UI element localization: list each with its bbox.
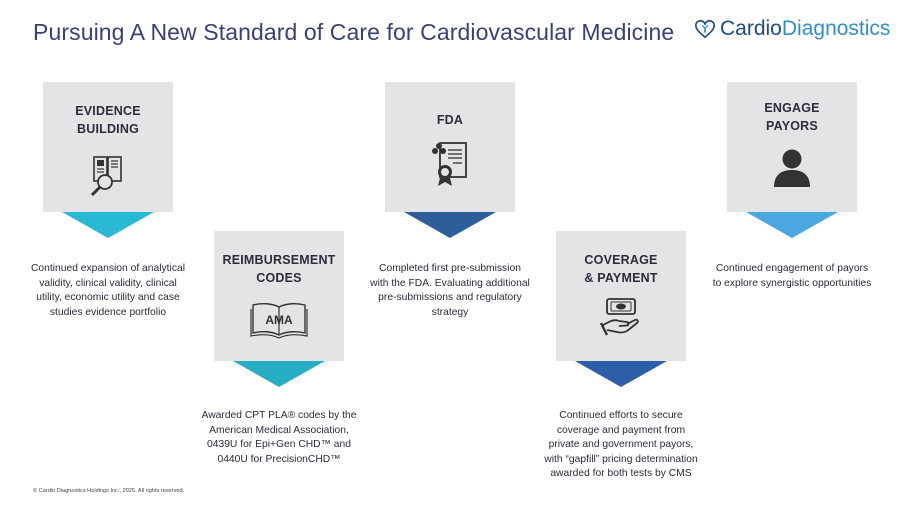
description-line: utility, economic utility and case (36, 292, 180, 304)
step-title-line: REIMBURSEMENT (222, 253, 336, 267)
description-line: pre-submissions and regulatory (378, 292, 522, 304)
step-description-payors: Continued engagement of payors to explor… (698, 262, 886, 291)
copyright-footer: © Cardio Diagnostics Holdings Inc., 2025… (33, 488, 185, 494)
step-title-evidence: EVIDENCE BUILDING (43, 102, 173, 138)
step-title-line: FDA (436, 113, 464, 127)
step-title-line: BUILDING (76, 122, 139, 136)
description-line: 0439U for Epi+Gen CHD™ and (207, 439, 351, 451)
step-arrow-evidence (62, 212, 154, 238)
description-line: coverage and payment from (556, 424, 686, 436)
step-title-reimbursement: REIMBURSEMENT CODES (214, 251, 344, 287)
step-title-line: ENGAGE (764, 101, 820, 115)
step-title-line: PAYORS (766, 119, 818, 133)
heart-logo-icon (695, 19, 715, 39)
step-description-coverage: Continued efforts to secure coverage and… (530, 409, 712, 482)
step-title-coverage: COVERAGE & PAYMENT (556, 251, 686, 287)
company-logo: CardioDiagnostics (694, 17, 890, 41)
step-description-fda: Completed first pre-submission with the … (362, 262, 538, 320)
description-line: strategy (431, 306, 469, 318)
description-line: Awarded CPT PLA® codes by the (201, 410, 357, 421)
description-line: to explore synergistic opportunities (712, 277, 872, 289)
description-line: with the FDA. Evaluating additional (370, 277, 530, 289)
step-title-fda: FDA (385, 111, 515, 129)
step-card-payors: ENGAGE PAYORS (727, 82, 857, 212)
page-title: Pursuing A New Standard of Care for Card… (33, 19, 675, 45)
description-line: awarded for both tests by CMS (550, 468, 692, 480)
step-card-coverage: COVERAGE & PAYMENT (556, 231, 686, 361)
step-arrow-coverage (575, 361, 667, 387)
step-title-line: COVERAGE (584, 253, 658, 267)
description-line: 0440U for PrecisionCHD™ (217, 453, 341, 465)
logo-text: CardioDiagnostics (720, 17, 890, 41)
step-card-reimbursement: REIMBURSEMENT CODES AMA (214, 231, 344, 361)
step-title-line: CODES (256, 271, 302, 285)
step-card-fda: FDA (385, 82, 515, 212)
description-line: with “gapfill” pricing determination (544, 453, 698, 465)
step-arrow-fda (404, 212, 496, 238)
ama-book-icon: AMA (214, 301, 344, 339)
description-line: Continued efforts to secure (559, 410, 683, 421)
book-magnifier-icon (43, 154, 173, 200)
description-line: validity, clinical validity, clinical (39, 277, 177, 289)
person-icon (727, 148, 857, 188)
description-line: studies evidence portfolio (49, 306, 167, 318)
step-arrow-payors (746, 212, 838, 238)
step-title-payors: ENGAGE PAYORS (727, 99, 857, 135)
hand-money-icon (556, 295, 686, 339)
description-line: private and government payors, (548, 439, 694, 451)
step-description-reimbursement: Awarded CPT PLA® codes by the American M… (190, 409, 368, 467)
description-line: Continued expansion of analytical (31, 263, 185, 274)
description-line: Completed first pre-submission (379, 263, 521, 274)
description-line: Continued engagement of payors (715, 263, 869, 274)
ama-label: AMA (265, 313, 293, 327)
logo-text-accent: Diagnostics (781, 17, 891, 40)
description-line: American Medical Association, (209, 424, 349, 436)
step-title-line: & PAYMENT (584, 271, 658, 285)
certificate-icon (385, 138, 515, 188)
step-card-evidence: EVIDENCE BUILDING (43, 82, 173, 212)
step-description-evidence: Continued expansion of analytical validi… (20, 262, 196, 320)
logo-text-primary: Cardio (720, 17, 782, 40)
step-arrow-reimbursement (233, 361, 325, 387)
step-title-line: EVIDENCE (75, 104, 141, 118)
